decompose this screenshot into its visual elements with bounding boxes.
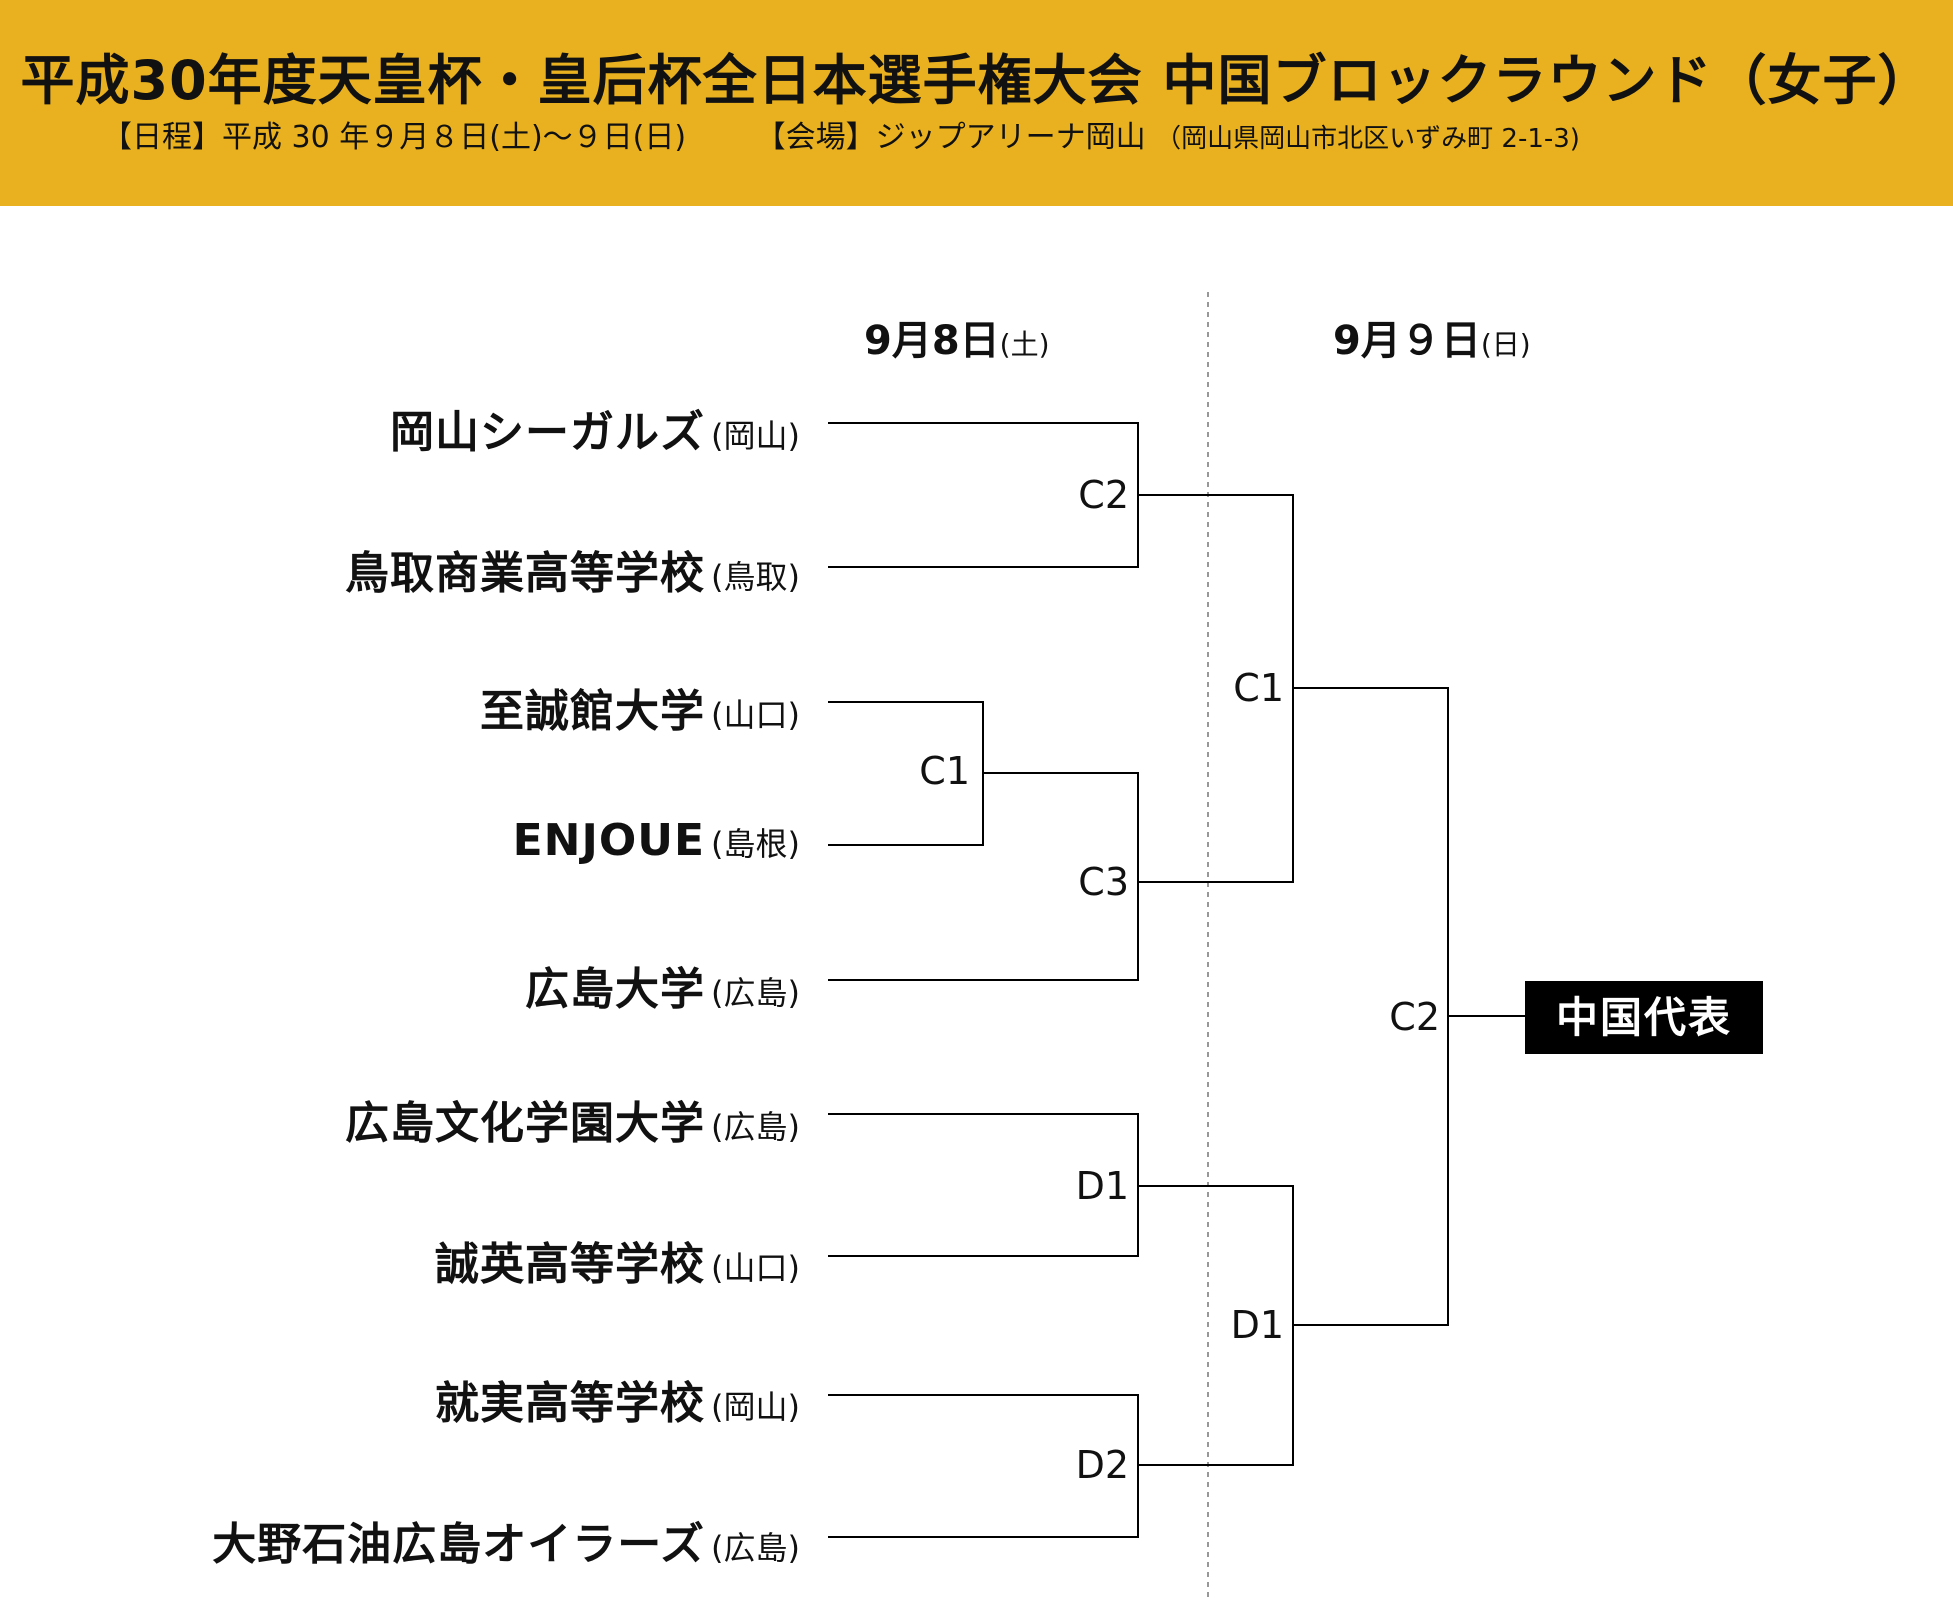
team-prefecture: (山口) <box>711 1249 800 1287</box>
winner-label-box: 中国代表 <box>1525 981 1763 1054</box>
team-prefecture: (島根) <box>711 825 800 863</box>
team-name: ENJOUE <box>512 815 706 866</box>
match-label: C1 <box>919 749 970 793</box>
bracket-match-r1-d1 <box>828 1113 1294 1466</box>
match-label: D1 <box>1075 1164 1129 1208</box>
venue-address: （岡山県岡山市北区いずみ町 2-1-3) <box>1155 124 1580 154</box>
team-prefecture: (広島) <box>711 974 800 1012</box>
team-name: 就実高等学校 <box>435 1378 706 1429</box>
team-prefecture: (岡山) <box>711 1388 800 1426</box>
day-heading-2: 9月９日(日) <box>1333 308 1531 366</box>
match-label: C3 <box>1078 860 1129 904</box>
event-info: 【日程】平成 30 年９月８日(土)～９日(日) 【会場】ジップアリーナ岡山 （… <box>102 112 1902 156</box>
team-prefecture: (広島) <box>711 1108 800 1146</box>
team-row: 大野石油広島オイラーズ(広島) <box>60 1508 800 1572</box>
team-name: 広島大学 <box>525 964 706 1015</box>
match-label: C2 <box>1078 473 1129 517</box>
match-label: D1 <box>1230 1303 1284 1347</box>
venue-value: ジップアリーナ岡山 <box>875 120 1146 155</box>
team-name: 広島文化学園大学 <box>345 1098 706 1149</box>
day-heading-1: 9月8日(土) <box>864 308 1050 366</box>
team-row: 広島文化学園大学(広島) <box>60 1087 800 1151</box>
schedule-label: 【日程】 <box>102 120 222 155</box>
day-date: 9月8日 <box>864 318 1000 364</box>
day-weekday: (土) <box>999 328 1050 361</box>
team-name: 鳥取商業高等学校 <box>345 548 706 599</box>
match-label: C2 <box>1389 995 1440 1039</box>
page-title: 平成30年度天皇杯・皇后杯全日本選手権大会 中国ブロックラウンド（女子） <box>20 49 1933 112</box>
team-prefecture: (広島) <box>711 1529 800 1567</box>
team-name: 誠英高等学校 <box>435 1239 706 1290</box>
team-row: 就実高等学校(岡山) <box>60 1367 800 1431</box>
header-banner: 平成30年度天皇杯・皇后杯全日本選手権大会 中国ブロックラウンド（女子） 【日程… <box>0 0 1953 206</box>
team-prefecture: (山口) <box>711 696 800 734</box>
team-row: 至誠館大学(山口) <box>60 675 800 739</box>
bracket-match-r1-c1 <box>828 701 1139 981</box>
team-prefecture: (鳥取) <box>711 558 800 596</box>
match-label: D2 <box>1075 1443 1129 1487</box>
day-weekday: (日) <box>1480 328 1531 361</box>
team-row: 岡山シーガルズ(岡山) <box>60 396 800 460</box>
team-row: 鳥取商業高等学校(鳥取) <box>60 537 800 601</box>
team-row: 誠英高等学校(山口) <box>60 1228 800 1292</box>
match-label: C1 <box>1233 666 1284 710</box>
team-row: ENJOUE(島根) <box>60 815 800 866</box>
team-name: 岡山シーガルズ <box>390 407 706 458</box>
team-row: 広島大学(広島) <box>60 953 800 1017</box>
day-date: 9月９日 <box>1333 318 1481 364</box>
team-name: 大野石油広島オイラーズ <box>212 1519 706 1570</box>
bracket-match-r2-c1 <box>1293 687 1449 1326</box>
bracket-match-r1-d2 <box>828 1394 1139 1538</box>
schedule-value: 平成 30 年９月８日(土)～９日(日) <box>222 120 687 155</box>
venue-label: 【会場】 <box>755 120 876 155</box>
team-name: 至誠館大学 <box>480 686 706 737</box>
team-prefecture: (岡山) <box>711 417 800 455</box>
